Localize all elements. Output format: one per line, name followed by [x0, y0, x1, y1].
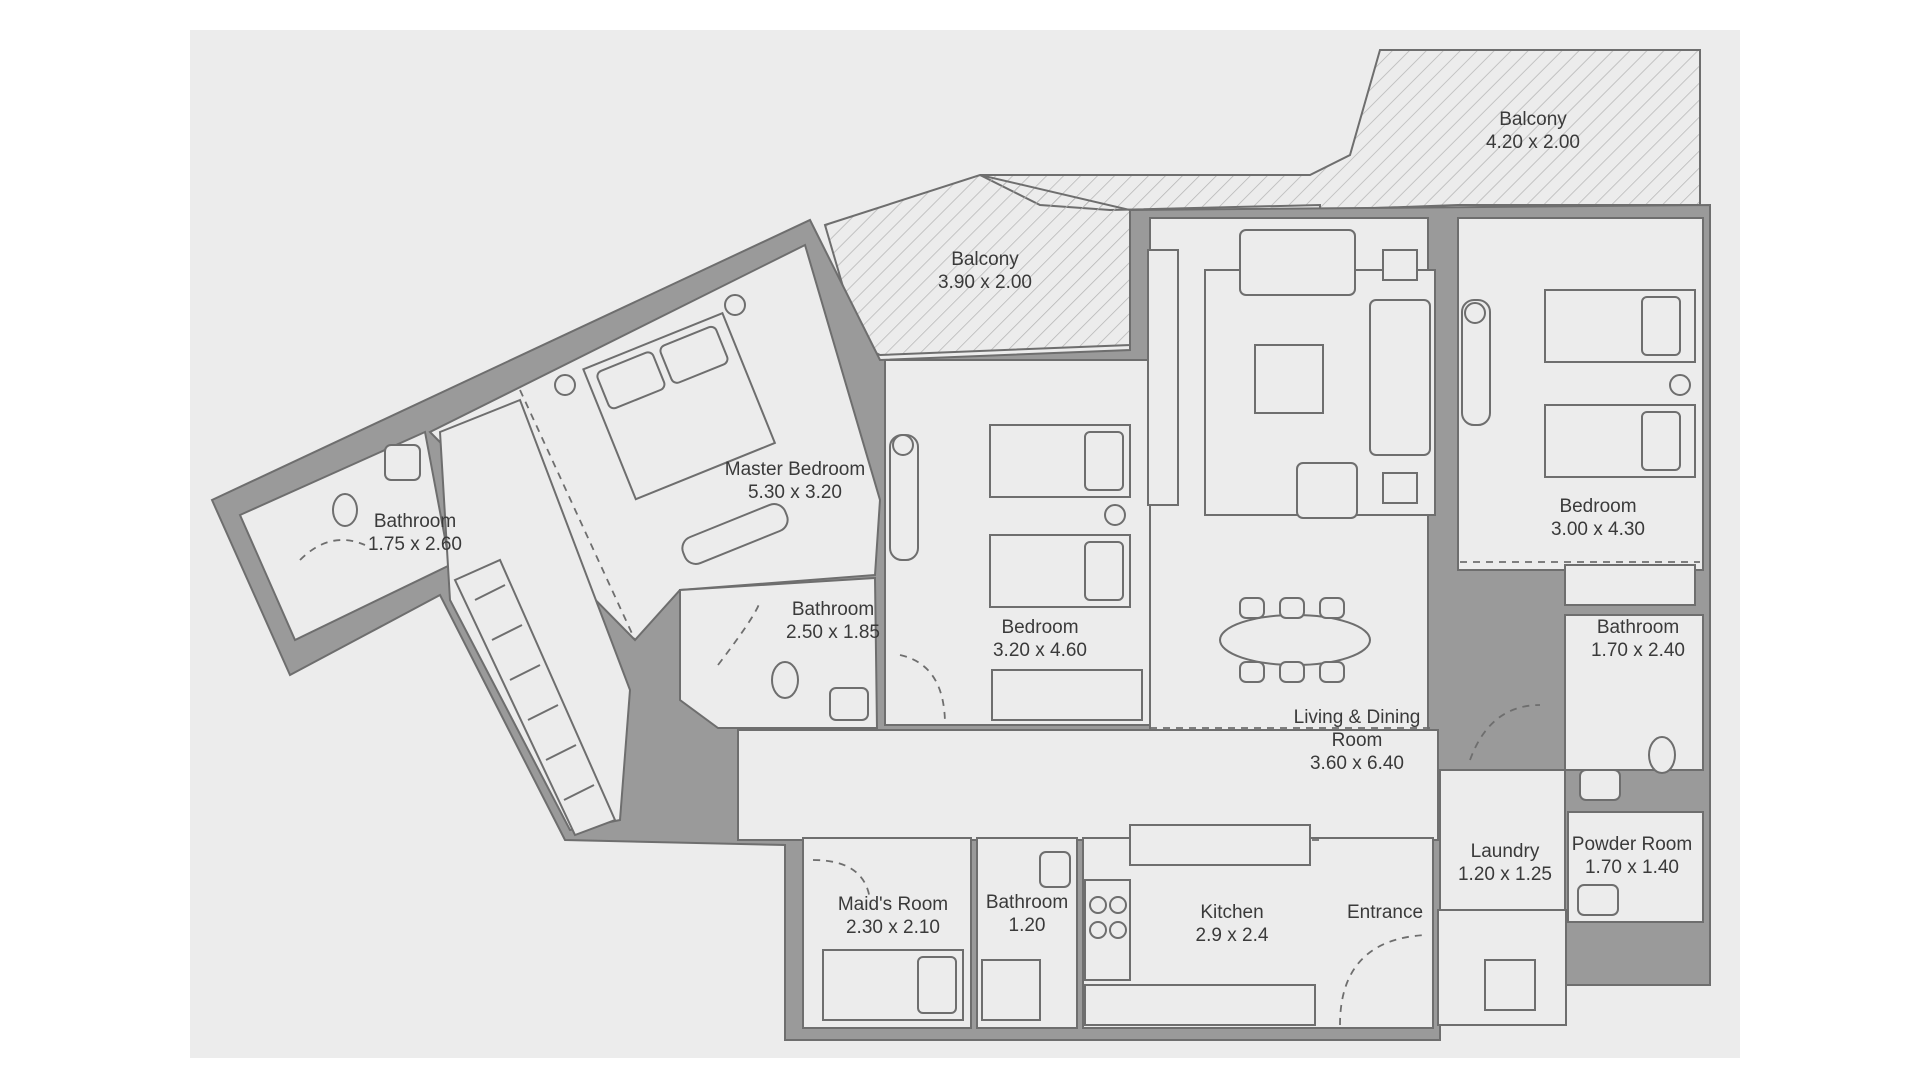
bedroom-3-chair [1464, 302, 1486, 324]
maids-room-bed [822, 949, 964, 1021]
bedroom-2-bed-1 [989, 424, 1131, 498]
kitchen-stove [1084, 879, 1131, 981]
label-balcony-1-size: 4.20 x 2.00 [1486, 132, 1580, 153]
hallway-floor [737, 729, 1439, 841]
label-balcony-2-name: Balcony [951, 249, 1019, 270]
master-wardrobe-hangers [474, 584, 595, 801]
label-laundry-size: 1.20 x 1.25 [1458, 864, 1552, 885]
label-bathroom-2-size: 2.50 x 1.85 [786, 622, 880, 643]
label-bedroom-2-name: Bedroom [1001, 617, 1078, 638]
label-maids-room-size: 2.30 x 2.10 [846, 917, 940, 938]
label-powder-room-size: 1.70 x 1.40 [1585, 857, 1679, 878]
living-sofa-side [1369, 299, 1431, 456]
bedroom-3-bed-1 [1544, 289, 1696, 363]
floor-plan-canvas: Balcony 4.20 x 2.00 Balcony 3.90 x 2.00 … [190, 30, 1740, 1058]
bath-2-sink [829, 687, 869, 721]
bedroom-2-nightstand [1104, 504, 1126, 526]
bedroom-2-door-swing [899, 654, 946, 726]
label-maids-room-name: Maid's Room [838, 894, 948, 915]
label-master-bedroom-size: 5.30 x 3.20 [748, 482, 842, 503]
room-labels: Balcony 4.20 x 2.00 Balcony 3.90 x 2.00 … [368, 109, 1692, 946]
entrance-door-swing [1339, 934, 1426, 1026]
bedroom-3-wardrobe [1564, 564, 1696, 606]
master-bath-toilet [332, 493, 358, 527]
dining-chairs [1239, 597, 1345, 683]
tv-unit [1147, 249, 1179, 506]
bedroom-2-chair [892, 434, 914, 456]
label-bedroom-3-size: 3.00 x 4.30 [1551, 519, 1645, 540]
floor-plan-drawing: Balcony 4.20 x 2.00 Balcony 3.90 x 2.00 … [210, 49, 1711, 1041]
label-laundry-name: Laundry [1471, 841, 1540, 862]
washing-machine [1484, 959, 1536, 1011]
maid-bath-sink [1039, 851, 1071, 888]
laundry-floor [1439, 769, 1566, 911]
label-bathroom-maid-name: Bathroom [986, 892, 1068, 913]
label-bathroom-master-size: 1.75 x 2.60 [368, 534, 462, 555]
living-armchair [1296, 462, 1358, 519]
label-living-dining-size: 3.60 x 6.40 [1310, 753, 1404, 774]
side-table-bottom [1382, 472, 1418, 504]
master-wardrobe [453, 558, 617, 837]
side-table-top [1382, 249, 1418, 281]
label-entrance-name: Entrance [1347, 902, 1423, 923]
bedroom-2-wardrobe [991, 669, 1143, 721]
bath-2-toilet [771, 661, 799, 699]
label-master-bedroom-name: Master Bedroom [725, 459, 865, 480]
label-kitchen-name: Kitchen [1200, 902, 1263, 923]
dining-table [1219, 614, 1371, 666]
kitchen-island-counter [1129, 824, 1311, 866]
kitchen-counter [1084, 984, 1316, 1026]
master-nightstand-right [724, 294, 746, 316]
label-bedroom-3-name: Bedroom [1559, 496, 1636, 517]
label-bathroom-3-name: Bathroom [1597, 617, 1679, 638]
maids-room-door-swing [812, 859, 871, 901]
label-bathroom-3-size: 1.70 x 2.40 [1591, 640, 1685, 661]
label-bathroom-2-name: Bathroom [792, 599, 874, 620]
maid-bath-shower [981, 959, 1041, 1021]
bath-2-door-swing [717, 599, 761, 666]
bath-3-toilet [1648, 736, 1676, 774]
master-partition-line [519, 389, 636, 641]
bedroom-3-desk [1461, 299, 1491, 426]
label-balcony-2-size: 3.90 x 2.00 [938, 272, 1032, 293]
master-bed [582, 311, 777, 501]
coffee-table [1254, 344, 1324, 414]
bath-3-sink [1579, 769, 1621, 801]
label-bedroom-2-size: 3.20 x 4.60 [993, 640, 1087, 661]
bathroom-3-floor [1564, 614, 1704, 771]
balcony-large [979, 49, 1701, 212]
master-bath-sink [384, 444, 421, 481]
powder-room-sink [1577, 884, 1619, 916]
label-bathroom-maid-size: 1.20 [1009, 915, 1046, 936]
bedroom-2-bed-2 [989, 534, 1131, 608]
bedroom-3-nightstand [1669, 374, 1691, 396]
master-nightstand-left [554, 374, 576, 396]
label-powder-room-name: Powder Room [1572, 834, 1692, 855]
stove-burners [1089, 896, 1127, 939]
label-living-dining-name-2: Room [1332, 730, 1383, 751]
master-bench [681, 503, 789, 565]
label-bathroom-master-name: Bathroom [374, 511, 456, 532]
living-sofa-top [1239, 229, 1356, 296]
label-kitchen-size: 2.9 x 2.4 [1196, 925, 1269, 946]
label-living-dining-name-1: Living & Dining [1294, 707, 1421, 728]
bedroom-3-bed-2 [1544, 404, 1696, 478]
bedroom-3-floor [1457, 217, 1704, 571]
label-balcony-1-name: Balcony [1499, 109, 1567, 130]
corridor-floor [438, 398, 632, 832]
bathroom-2-floor [679, 576, 879, 729]
